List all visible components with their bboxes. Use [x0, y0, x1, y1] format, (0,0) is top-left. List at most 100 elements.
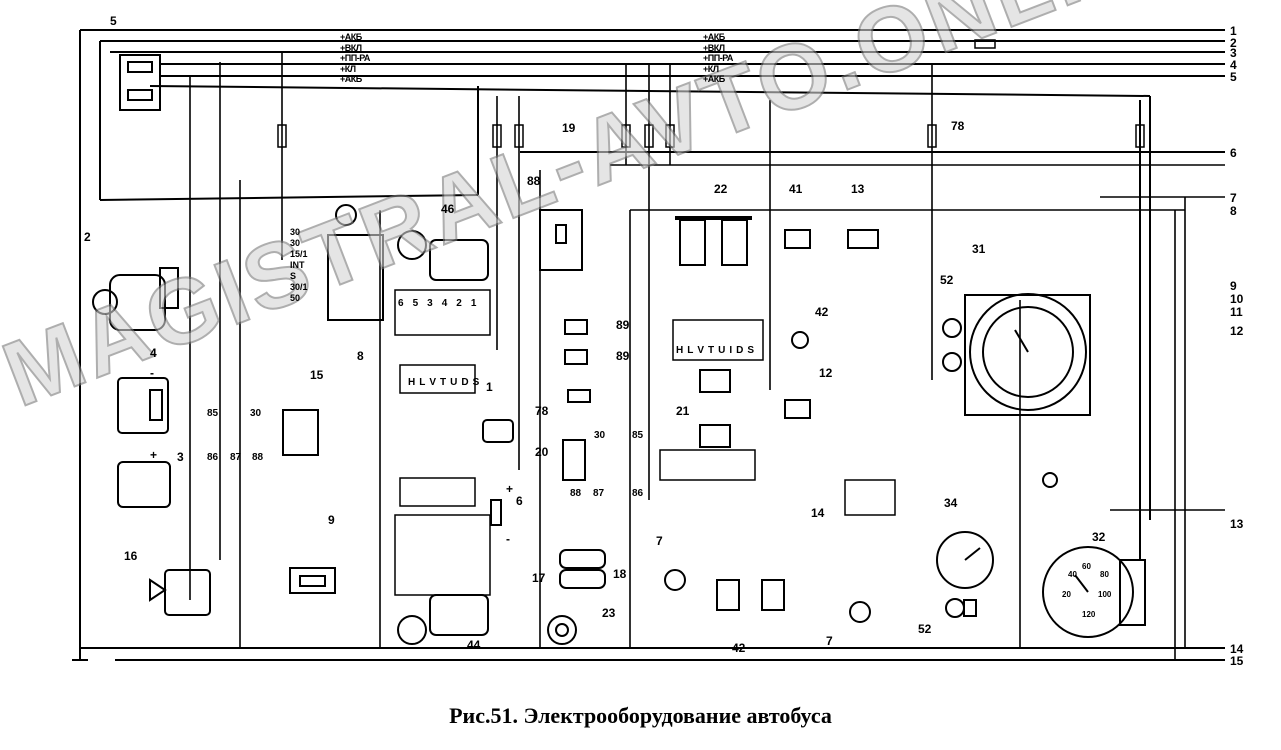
bus-labels-left: +АКБ +ВКЛ +ПП-РА +КЛ +АКБ	[340, 32, 370, 85]
pin-label: 30/1	[290, 282, 308, 292]
component-label: 42	[732, 641, 746, 655]
pin-label: S	[290, 271, 297, 281]
switches-21	[699, 369, 731, 448]
bus-label: +ПП-РА	[340, 53, 370, 63]
component-label: 46	[441, 202, 455, 216]
line-number: 1	[1230, 24, 1237, 38]
motor-7a	[664, 569, 686, 591]
pin-label: 3	[427, 298, 433, 309]
pin-label: 4	[441, 298, 448, 309]
motor-7b	[849, 601, 871, 623]
pin-label: 86	[207, 452, 219, 463]
vertical-wires	[189, 52, 1225, 660]
component-label: 17	[532, 571, 546, 585]
line-number: 15	[1230, 654, 1244, 668]
bus-labels-mid: +АКБ +ВКЛ +ПП-РА +КЛ +АКБ	[703, 32, 733, 85]
wiper-motor-44	[397, 594, 489, 645]
pin-label: 1	[470, 298, 477, 309]
component-label: 19	[562, 121, 576, 135]
pin-label: 88	[570, 488, 582, 499]
plus-sign: +	[506, 482, 514, 496]
relay-20	[562, 439, 586, 481]
component-label: 20	[535, 445, 549, 459]
switch-blocks	[394, 289, 896, 596]
line-number: 7	[1230, 191, 1237, 205]
pin-label: 30	[290, 238, 301, 248]
pin-label: U	[450, 377, 460, 388]
line-number: 13	[1230, 517, 1244, 531]
component-label: 15	[310, 368, 324, 382]
pin-label: I	[729, 345, 733, 356]
bus-label: +АКБ	[703, 74, 725, 84]
component-label: 1	[486, 380, 493, 394]
component-label: 7	[656, 534, 663, 548]
line-number: 9	[1230, 279, 1237, 293]
pin-label: H	[408, 377, 418, 388]
pin-label: 2	[456, 298, 462, 309]
line-number: 12	[1230, 324, 1244, 338]
component-label: 13	[851, 182, 865, 196]
figure-caption: Рис.51. Электрооборудование автобуса	[449, 703, 832, 728]
bus-label: +ВКЛ	[340, 42, 362, 53]
relay-15	[282, 409, 319, 456]
bus-label: +АКБ	[340, 32, 362, 42]
pin-label: 5	[412, 298, 419, 309]
component-label: 23	[602, 606, 616, 620]
plus-sign: +	[150, 448, 158, 462]
line-number: 4	[1230, 58, 1237, 72]
component-label: 3	[177, 450, 184, 464]
scale-label: 20	[1062, 590, 1071, 599]
instrument-cluster-31	[942, 293, 1091, 488]
component-label: 2	[84, 230, 91, 244]
component-label: 16	[124, 549, 138, 563]
pin-label: D	[461, 377, 471, 388]
component-label: 9	[328, 513, 335, 527]
component-label: 7	[826, 634, 833, 648]
relay-9	[289, 567, 336, 594]
component-label: 4	[150, 346, 157, 360]
line-number: 10	[1230, 292, 1244, 306]
component-label: 88	[527, 174, 541, 188]
buttons-89	[564, 319, 591, 403]
fuse-block-5	[119, 54, 161, 111]
ignition-switch-pins: 30 30 15/1 INT S 30/1 50	[290, 227, 308, 304]
lamps-42	[716, 331, 809, 611]
bus-label: +КЛ	[340, 63, 356, 74]
pin-label: 50	[290, 293, 301, 303]
pin-label: 30	[250, 408, 262, 419]
minus-sign: -	[150, 366, 154, 380]
line-number: 8	[1230, 204, 1237, 218]
sensor-52	[945, 598, 977, 618]
resistor-6	[490, 499, 502, 526]
line-number: 6	[1230, 146, 1237, 160]
pin-label: D	[736, 345, 744, 356]
component-label: 14	[811, 506, 825, 520]
battery-4	[117, 377, 169, 434]
component-label: 52	[940, 273, 954, 287]
bus-label: +ВКЛ	[703, 42, 725, 53]
component-label: 89	[616, 318, 630, 332]
switches-41-12-13	[784, 229, 879, 419]
pin-label: 30	[290, 227, 301, 237]
pin-label: 6	[398, 298, 404, 309]
starter-relay-3	[117, 461, 171, 508]
component-label: 78	[951, 119, 965, 133]
horn-17-18	[559, 549, 606, 589]
pin-label: T	[708, 345, 715, 356]
starter-16	[149, 569, 211, 616]
bus-label: +АКБ	[703, 32, 725, 42]
component-label: 18	[613, 567, 627, 581]
pin-label: T	[440, 377, 449, 388]
component-label: 8	[357, 349, 364, 363]
speedometer-32	[1042, 546, 1146, 638]
component-label: 42	[815, 305, 829, 319]
pin-label: 85	[632, 430, 644, 441]
line-number: 11	[1230, 305, 1243, 319]
component-label: 12	[819, 366, 833, 380]
pin-label: U	[718, 345, 726, 356]
component-label: 21	[676, 404, 690, 418]
